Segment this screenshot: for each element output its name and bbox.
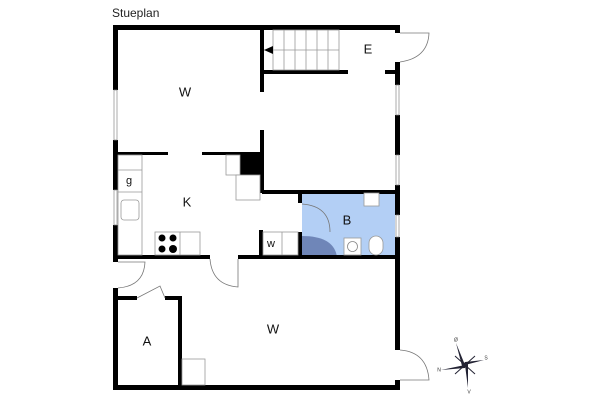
floor-title: Stueplan bbox=[112, 6, 160, 20]
room-label-fridge: g bbox=[126, 175, 132, 187]
stove-icon bbox=[158, 234, 177, 253]
compass-label-left: N bbox=[437, 367, 441, 373]
room-label-living-upper: W bbox=[179, 84, 192, 99]
room-label-living-lower: W bbox=[267, 321, 280, 336]
compass-label-right: S bbox=[484, 355, 488, 361]
fixtures bbox=[117, 154, 384, 386]
room-label-bathroom: B bbox=[343, 212, 352, 227]
bathroom-door-swing bbox=[301, 203, 331, 233]
compass-label-bottom: V bbox=[467, 389, 471, 395]
stair-arrow-icon bbox=[264, 46, 273, 54]
walls bbox=[113, 25, 400, 390]
basin-icon bbox=[343, 237, 362, 256]
room-label-kitchen: K bbox=[183, 194, 192, 209]
windows bbox=[113, 84, 400, 238]
room-label-entrance: E bbox=[364, 41, 373, 56]
compass-icon: Ø S N V bbox=[437, 337, 488, 395]
compass-label-top: Ø bbox=[454, 337, 458, 343]
shower-area bbox=[302, 236, 337, 257]
sink-icon bbox=[120, 199, 140, 221]
room-label-washer: w bbox=[266, 238, 275, 250]
room-label-storage: A bbox=[143, 333, 152, 348]
staircase bbox=[264, 29, 340, 71]
door-swings bbox=[117, 32, 430, 381]
toilet-icon bbox=[368, 235, 384, 256]
